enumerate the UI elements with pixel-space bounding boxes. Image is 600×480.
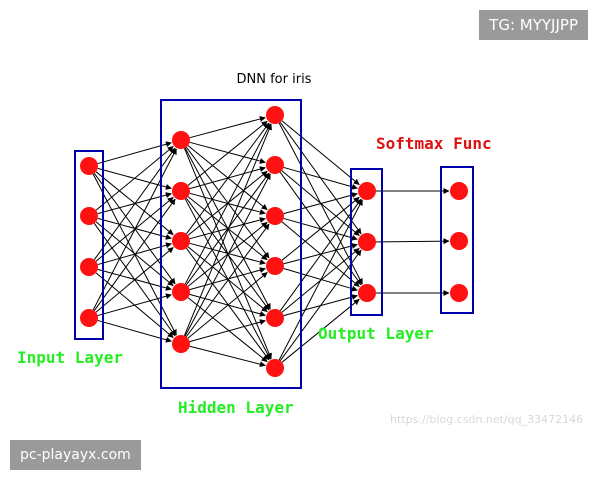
edge-input-hidden [97, 217, 172, 240]
input-node [80, 309, 98, 327]
edge-hidden-hidden [184, 123, 271, 285]
blog-watermark: https://blog.csdn.net/qq_33472146 [390, 413, 584, 426]
edge-input-hidden [93, 147, 176, 261]
edge-hidden-output [283, 243, 358, 265]
hidden-node [266, 207, 284, 225]
hidden-node [172, 283, 190, 301]
hidden-node [266, 106, 284, 124]
hidden-node [266, 309, 284, 327]
edge-hidden-hidden [187, 297, 268, 363]
edge-hidden-output [281, 120, 360, 186]
edge-hidden-hidden [187, 120, 268, 186]
edge-hidden-hidden [184, 173, 271, 337]
softmax-node [450, 232, 468, 250]
hidden-layer-label: Hidden Layer [178, 398, 294, 417]
edge-hidden-hidden [189, 267, 266, 291]
edge-hidden-output [283, 166, 358, 190]
edge-input-hidden [97, 319, 172, 343]
edge-hidden-hidden [185, 223, 270, 338]
input-node [80, 258, 98, 276]
hidden-layer-box [160, 99, 302, 389]
edge-hidden-output [281, 196, 360, 261]
edge-output-softmax [375, 238, 450, 245]
edge-input-hidden [97, 141, 172, 165]
edge-hidden-hidden [189, 141, 266, 164]
output-layer-box [350, 168, 383, 316]
hidden-node [266, 359, 284, 377]
edge-input-hidden [93, 198, 176, 312]
edge-hidden-hidden [185, 247, 270, 361]
diagram-title: DNN for iris [237, 72, 312, 87]
output-layer-label: Output Layer [318, 324, 434, 343]
softmax-func-label: Softmax Func [376, 134, 492, 153]
hidden-node [172, 182, 190, 200]
hidden-node [266, 156, 284, 174]
softmax-node [450, 284, 468, 302]
tg-badge: TG: MYYJJPP [479, 10, 588, 40]
edge-hidden-output [278, 199, 363, 361]
softmax-node [450, 182, 468, 200]
edge-hidden-hidden [189, 116, 266, 139]
hidden-node [172, 232, 190, 250]
edge-hidden-output [283, 192, 358, 215]
edge-input-hidden [97, 293, 172, 317]
edge-hidden-hidden [185, 122, 270, 235]
edge-input-hidden [92, 148, 177, 311]
edge-hidden-output [279, 249, 362, 362]
edge-hidden-hidden [187, 272, 268, 339]
site-badge: pc-playayx.com [10, 440, 141, 470]
edge-hidden-hidden [183, 123, 272, 336]
hidden-node [172, 335, 190, 353]
edge-input-hidden [97, 242, 172, 266]
input-layer-box [74, 150, 104, 340]
neuron-nodes [80, 106, 468, 377]
edge-hidden-hidden [189, 242, 266, 265]
edge-hidden-output [281, 298, 360, 363]
softmax-layer-box [440, 166, 474, 314]
input-layer-label: Input Layer [17, 348, 123, 367]
hidden-node [266, 257, 284, 275]
output-node [358, 182, 376, 200]
edge-hidden-hidden [189, 345, 266, 368]
output-node [358, 233, 376, 251]
input-node [80, 157, 98, 175]
edge-hidden-hidden [189, 319, 266, 343]
connection-edges [92, 116, 450, 368]
edge-hidden-hidden [185, 172, 270, 286]
hidden-node [172, 131, 190, 149]
edge-hidden-output [279, 198, 362, 312]
output-node [358, 284, 376, 302]
input-node [80, 207, 98, 225]
